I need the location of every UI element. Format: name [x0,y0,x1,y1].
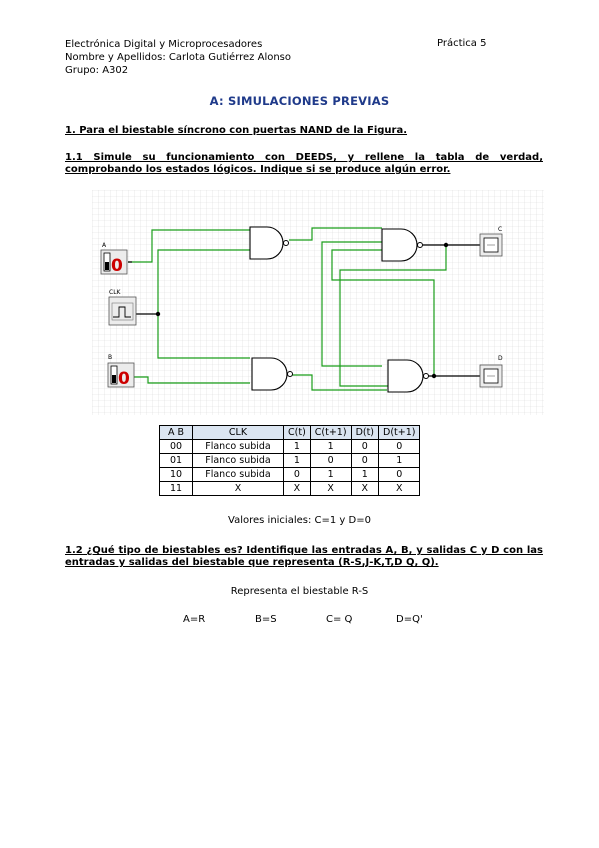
table-cell: X [350,481,380,496]
table-cell: 0 [378,467,421,482]
input-b-label: B [108,354,112,361]
group-label: Grupo: A302 [65,65,129,76]
table-cell: Flanco subida [192,467,284,482]
input-b-switch[interactable]: B 0 [107,354,135,389]
output-d-display: D [479,355,503,388]
initial-values: Valores iniciales: C=1 y D=0 [228,515,371,526]
table-cell: 1 [309,467,352,482]
page-title: A: SIMULACIONES PREVIAS [209,94,390,108]
junction-clk [155,311,161,317]
truth-table: A B CLK C(t) C(t+1) D(t) D(t+1) 00 Flanc… [159,425,421,496]
output-c-label: C [498,226,502,233]
input-a-value: 0 [111,256,123,276]
table-cell: 0 [350,439,380,454]
nand-gate-2 [381,228,423,262]
table-cell: Flanco subida [192,439,284,454]
table-cell: 11 [159,481,193,496]
course-name: Electrónica Digital y Microprocesadores [65,39,263,50]
table-cell: 0 [378,439,421,454]
col-dt: D(t) [350,425,380,440]
col-ct1: C(t+1) [309,425,352,440]
input-b-value: 0 [118,369,130,389]
truth-table-header: A B CLK C(t) C(t+1) D(t) D(t+1) [159,425,421,440]
assignment-a: A=R [183,614,206,625]
table-row: 11 X X X X X [159,481,421,496]
junction-d [431,373,437,379]
nand-gate-1 [249,226,289,260]
section-1-2-heading: 1.2 ¿Qué tipo de biestables es? Identifi… [65,545,543,568]
assignment-b: B=S [255,614,277,625]
table-row: 01 Flanco subida 1 0 0 1 [159,453,421,468]
assignment-c: C= Q [326,614,353,625]
table-cell: 0 [309,453,352,468]
grid-background [92,190,544,415]
col-dt1: D(t+1) [378,425,421,440]
table-cell: 10 [159,467,193,482]
table-cell: 1 [350,467,380,482]
table-cell: 0 [283,467,311,482]
col-ct: C(t) [283,425,311,440]
table-cell: 1 [378,453,421,468]
practice-label: Práctica 5 [437,38,487,49]
section-1-1-heading: 1.1 Simule su funcionamiento con DEEDS, … [65,152,543,175]
table-cell: 1 [283,453,311,468]
table-cell: Flanco subida [192,453,284,468]
input-a-label: A [102,242,107,249]
table-cell: X [192,481,284,496]
table-cell: 0 [350,453,380,468]
table-cell: 01 [159,453,193,468]
circuit-diagram: A 0 CLK B 0 C D [92,190,544,415]
col-clk: CLK [192,425,284,440]
clk-label: CLK [109,289,122,296]
table-cell: X [378,481,421,496]
output-c-display: C [479,226,503,257]
table-cell: X [309,481,352,496]
section-1-heading: 1. Para el biestable síncrono con puerta… [65,125,408,136]
assignment-d: D=Q' [396,614,423,625]
table-cell: X [283,481,311,496]
table-cell: 1 [309,439,352,454]
answer-text: Representa el biestable R-S [230,586,369,597]
student-name: Nombre y Apellidos: Carlota Gutiérrez Al… [65,52,292,63]
input-a-switch[interactable]: A 0 [100,242,128,276]
nand-gate-4 [387,359,429,393]
junction-c [443,242,449,248]
col-ab: A B [159,425,193,440]
nand-gate-3 [251,357,293,391]
clk-input[interactable]: CLK [108,289,137,326]
output-d-label: D [498,355,503,362]
wires [128,227,447,391]
table-cell: 1 [283,439,311,454]
table-row: 10 Flanco subida 0 1 1 0 [159,467,421,482]
table-cell: 00 [159,439,193,454]
table-row: 00 Flanco subida 1 1 0 0 [159,439,421,454]
